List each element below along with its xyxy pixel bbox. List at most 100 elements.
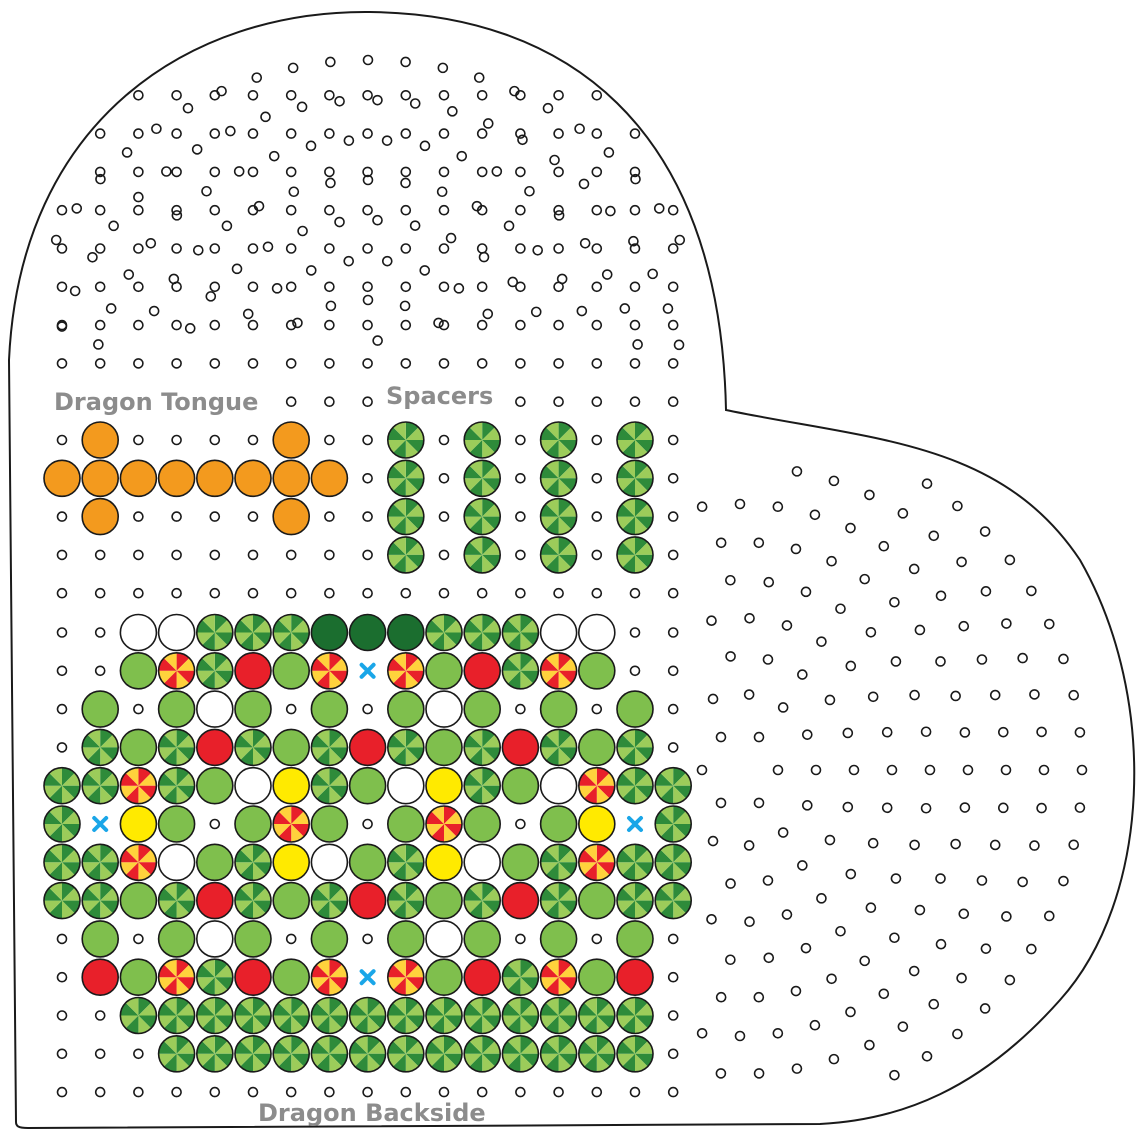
backside-striped-green-bead: [235, 998, 271, 1034]
backside-light-green-bead: [426, 729, 462, 765]
backside-striped-green-bead: [617, 883, 653, 919]
backside-striped-green-bead: [541, 729, 577, 765]
backside-striped-green-bead: [617, 768, 653, 804]
backside-striped-green-bead: [388, 844, 424, 880]
label-spacers: Spacers: [386, 382, 493, 410]
backside-striped-green-bead: [426, 615, 462, 651]
backside-light-green-bead: [159, 806, 195, 842]
backside-striped-green-bead: [235, 844, 271, 880]
backside-striped-green-bead: [502, 615, 538, 651]
tongue-orange-bead: [273, 460, 309, 496]
tongue-orange-bead: [197, 460, 233, 496]
backside-red-bead: [350, 729, 386, 765]
backside-white-bead: [541, 768, 577, 804]
backside-striped-green-bead: [388, 729, 424, 765]
backside-yellow-bead: [273, 768, 309, 804]
backside-striped-green-bead: [197, 653, 233, 689]
backside-striped-green-bead: [541, 1036, 577, 1072]
spacer-striped-green-bead: [464, 460, 500, 496]
backside-white-bead: [159, 615, 195, 651]
backside-striped-green-bead: [235, 883, 271, 919]
spacer-striped-green-bead: [617, 499, 653, 535]
backside-light-green-bead: [388, 921, 424, 957]
backside-striped-green-bead: [502, 1036, 538, 1072]
backside-yellow-bead: [120, 806, 156, 842]
spacer-striped-green-bead: [541, 460, 577, 496]
backside-striped-green-bead: [44, 806, 80, 842]
backside-striped-green-bead: [235, 1036, 271, 1072]
backside-white-bead: [120, 615, 156, 651]
backside-light-green-bead: [502, 844, 538, 880]
backside-light-green-bead: [426, 959, 462, 995]
backside-striped-green-bead: [159, 768, 195, 804]
backside-striped-red-yellow-bead: [159, 653, 195, 689]
backside-striped-red-yellow-bead: [311, 653, 347, 689]
backside-light-green-bead: [541, 691, 577, 727]
backside-striped-green-bead: [388, 883, 424, 919]
backside-striped-green-bead: [617, 844, 653, 880]
backside-striped-green-bead: [579, 1036, 615, 1072]
spacer-striped-green-bead: [464, 499, 500, 535]
backside-light-green-bead: [235, 691, 271, 727]
backside-striped-green-bead: [617, 998, 653, 1034]
backside-red-bead: [617, 959, 653, 995]
backside-striped-green-bead: [44, 883, 80, 919]
spacer-striped-green-bead: [541, 537, 577, 573]
backside-striped-green-bead: [197, 998, 233, 1034]
backside-white-bead: [579, 615, 615, 651]
backside-light-green-bead: [617, 691, 653, 727]
backside-light-green-bead: [120, 729, 156, 765]
backside-striped-green-bead: [579, 998, 615, 1034]
backside-striped-green-bead: [426, 1036, 462, 1072]
backside-striped-green-bead: [311, 998, 347, 1034]
backside-white-bead: [426, 691, 462, 727]
spacer-striped-green-bead: [617, 460, 653, 496]
backside-striped-green-bead: [426, 998, 462, 1034]
backside-light-green-bead: [502, 768, 538, 804]
backside-light-green-bead: [541, 921, 577, 957]
backside-striped-green-bead: [159, 998, 195, 1034]
backside-striped-red-yellow-bead: [541, 959, 577, 995]
backside-light-green-bead: [350, 768, 386, 804]
backside-striped-green-bead: [273, 1036, 309, 1072]
backside-light-green-bead: [120, 653, 156, 689]
backside-striped-green-bead: [82, 883, 118, 919]
backside-light-green-bead: [579, 883, 615, 919]
backside-striped-green-bead: [159, 1036, 195, 1072]
backside-striped-green-bead: [197, 1036, 233, 1072]
backside-striped-green-bead: [159, 729, 195, 765]
backside-white-bead: [311, 844, 347, 880]
backside-red-bead: [235, 959, 271, 995]
backside-striped-green-bead: [197, 615, 233, 651]
backside-red-bead: [82, 959, 118, 995]
backside-light-green-bead: [235, 806, 271, 842]
spacer-striped-green-bead: [388, 499, 424, 535]
tongue-orange-bead: [44, 460, 80, 496]
backside-light-green-bead: [426, 883, 462, 919]
backside-light-green-bead: [82, 921, 118, 957]
backside-striped-green-bead: [655, 844, 691, 880]
backside-white-bead: [541, 615, 577, 651]
backside-striped-green-bead: [464, 883, 500, 919]
backside-light-green-bead: [120, 959, 156, 995]
backside-yellow-bead: [579, 806, 615, 842]
backside-striped-green-bead: [541, 998, 577, 1034]
backside-striped-green-bead: [235, 615, 271, 651]
tongue-orange-bead: [235, 460, 271, 496]
backside-striped-green-bead: [311, 883, 347, 919]
backside-striped-green-bead: [541, 883, 577, 919]
backside-striped-red-yellow-bead: [388, 959, 424, 995]
backside-striped-red-yellow-bead: [426, 806, 462, 842]
backside-light-green-bead: [311, 806, 347, 842]
backside-dark-green-bead: [388, 615, 424, 651]
backside-light-green-bead: [617, 921, 653, 957]
backside-light-green-bead: [120, 883, 156, 919]
backside-striped-green-bead: [273, 998, 309, 1034]
backside-striped-green-bead: [311, 768, 347, 804]
spacer-striped-green-bead: [541, 499, 577, 535]
backside-striped-green-bead: [82, 844, 118, 880]
backside-striped-red-yellow-bead: [273, 806, 309, 842]
backside-dark-green-bead: [350, 615, 386, 651]
backside-striped-green-bead: [350, 1036, 386, 1072]
